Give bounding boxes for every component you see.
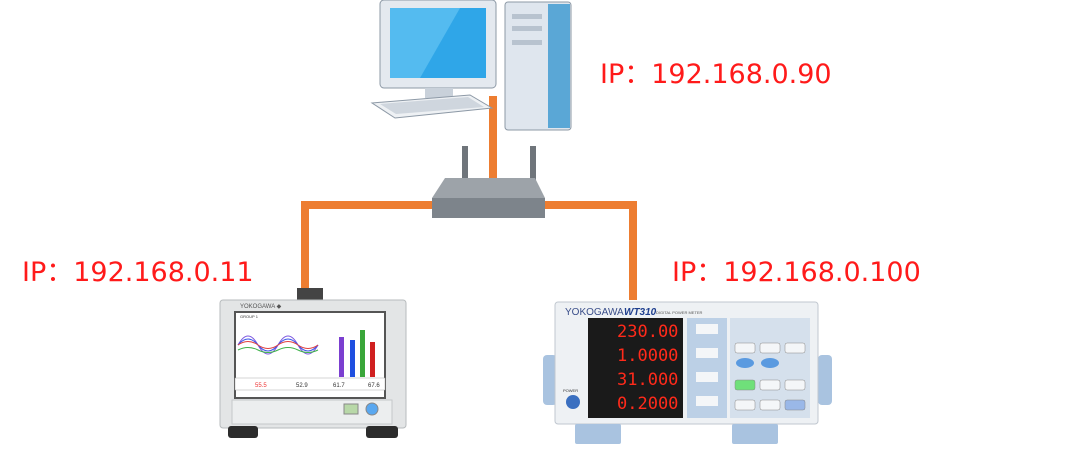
power-meter-subtitle: DIGITAL POWER METER: [656, 310, 703, 315]
router-icon: [432, 146, 545, 218]
display-power: 31.000: [617, 370, 678, 390]
display-current: 0.2000: [617, 394, 678, 414]
display-voltage: 230.00: [617, 322, 678, 342]
recorder-ip-label: IP：192.168.0.11: [22, 257, 254, 288]
power-meter-model: WT310: [624, 307, 657, 318]
recorder-reading: 61.7: [333, 383, 345, 389]
power-label: POWER: [563, 388, 578, 393]
recorder-group-label: GROUP 1: [240, 314, 259, 319]
recorder-device: YOKOGAWA ◆ 55.5 52.9 61.7 67.6 GROUP 1: [219, 288, 407, 438]
power-meter-displays: 230.00 1.0000 31.000 0.2000: [617, 322, 678, 414]
recorder-reading: 55.5: [255, 383, 267, 389]
recorder-brand-logo: YOKOGAWA ◆: [240, 304, 282, 310]
pc-ip-label: IP：192.168.0.90: [600, 59, 832, 90]
display-power-factor: 1.0000: [617, 346, 678, 366]
power-meter-brand-logo: YOKOGAWA: [565, 307, 624, 318]
network-cables: [301, 96, 637, 300]
pc-icon: [370, 0, 572, 131]
power-meter-ip-label: IP：192.168.0.100: [672, 257, 921, 288]
power-button: [566, 395, 580, 409]
recorder-reading: 52.9: [296, 383, 308, 389]
recorder-reading: 67.6: [368, 383, 380, 389]
power-meter-device: YOKOGAWA WT310 DIGITAL POWER METER 230.0…: [543, 301, 832, 444]
